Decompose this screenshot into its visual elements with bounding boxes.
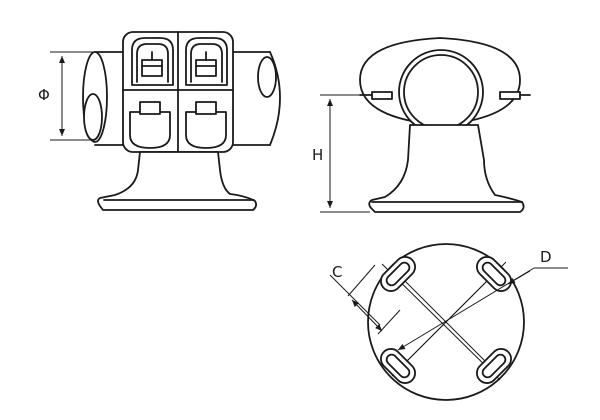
phi-label: Φ [38,86,50,104]
d-label: D [540,248,552,266]
side-view: H [312,37,531,213]
c-dimension-line [351,299,383,332]
foot-top-right [476,256,512,292]
foot-bottom-right [476,348,512,384]
side-pipe-outer [398,49,484,135]
height-label: H [312,146,323,164]
c-label: C [332,263,342,281]
footprint-view: C D [329,243,568,401]
foot-top-left [380,256,416,292]
lower-pad-left [129,111,171,149]
lower-pad-right [185,111,227,149]
foot-bottom-left [380,348,416,384]
front-view: Φ [38,31,281,211]
side-stand [368,124,525,213]
front-stand [97,151,258,211]
pipe-right-end [269,51,281,146]
